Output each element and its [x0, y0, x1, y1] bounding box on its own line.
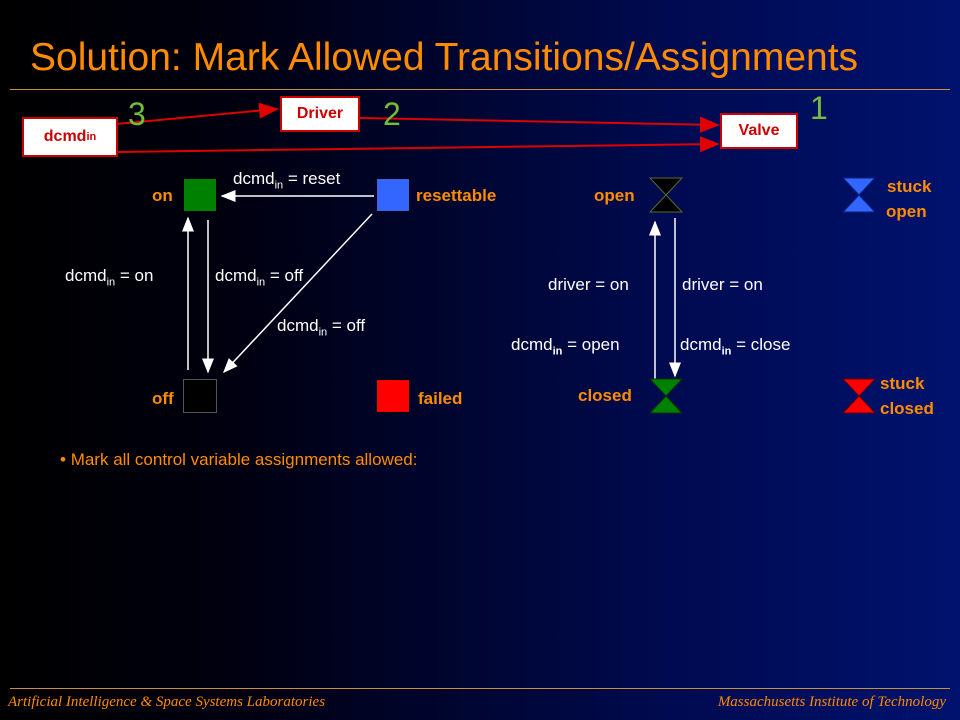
bullet-dot-icon: • — [60, 450, 71, 469]
to-off-sub: in — [256, 276, 266, 289]
res-off-sub: in — [318, 326, 328, 339]
on-state-box — [183, 178, 217, 212]
resettable-off-transition-label: dcmdin = off — [277, 316, 365, 338]
driver-on-left-label: driver = on — [548, 275, 629, 294]
closed-state-icon — [648, 378, 684, 414]
res-off-rest: = off — [327, 316, 366, 335]
close-cmd-var: dcmd — [680, 335, 722, 354]
closed-state-label: closed — [578, 386, 632, 405]
dcmd-box-sub: in — [86, 131, 97, 143]
stuck-open-state-icon — [841, 177, 877, 213]
stuck-closed-label-line1: stuck — [880, 374, 925, 393]
dcmd-to-valve-arrow — [117, 136, 720, 153]
to-on-rest: = on — [115, 266, 154, 285]
driver-box: Driver — [280, 96, 360, 132]
close-cmd-rest: = close — [731, 335, 791, 354]
driver-on-right-label: driver = on — [682, 275, 763, 294]
to-off-transition-label: dcmdin = off — [215, 266, 303, 288]
to-on-sub: in — [106, 276, 116, 289]
to-off-var: dcmd — [215, 266, 257, 285]
bullet-text: Mark all control variable assignments al… — [70, 450, 418, 469]
off-state-box — [183, 379, 217, 413]
open-cmd-var: dcmd — [511, 335, 553, 354]
open-state-icon — [648, 177, 684, 213]
to-off-rest: = off — [265, 266, 304, 285]
footer-left: Artificial Intelligence & Space Systems … — [8, 694, 326, 710]
driver-to-valve-arrow — [359, 116, 720, 133]
title-divider — [10, 89, 950, 90]
open-cmd-rest: = open — [562, 335, 620, 354]
dcmd-number: 3 — [128, 96, 146, 132]
to-on-var: dcmd — [65, 266, 107, 285]
open-cmd-label: dcmdin = open — [511, 335, 620, 357]
close-cmd-label: dcmdin = close — [680, 335, 790, 357]
off-state-label: off — [152, 389, 174, 408]
to-on-transition-label: dcmdin = on — [65, 266, 153, 288]
reset-rest: = reset — [283, 169, 341, 188]
stuck-open-label-line2: open — [886, 202, 927, 221]
valve-number: 1 — [810, 90, 828, 126]
footer-divider — [10, 688, 950, 689]
reset-transition-label: dcmdin = reset — [233, 169, 340, 191]
open-cmd-sub: in — [552, 345, 563, 358]
slide-title: Solution: Mark Allowed Transitions/Assig… — [30, 36, 859, 79]
resettable-state-label: resettable — [416, 186, 497, 205]
dcmd-to-driver-arrow — [104, 102, 279, 126]
resettable-state-box — [376, 178, 410, 212]
valve-box: Valve — [720, 113, 798, 149]
stuck-open-label-line1: stuck — [887, 177, 932, 196]
resettable-to-off-arrow — [222, 213, 373, 374]
close-cmd-sub: in — [721, 345, 732, 358]
bullet-item: • Mark all control variable assignments … — [60, 450, 417, 470]
stuck-closed-label-line2: closed — [880, 399, 934, 418]
footer-right: Massachusetts Institute of Technology — [717, 694, 946, 710]
failed-state-label: failed — [418, 389, 463, 408]
stuck-closed-state-icon — [841, 378, 877, 414]
on-state-label: on — [152, 186, 173, 205]
reset-sub: in — [274, 179, 284, 192]
dcmd-box-label: dcmd — [43, 128, 87, 145]
reset-var: dcmd — [233, 169, 275, 188]
res-off-var: dcmd — [277, 316, 319, 335]
failed-state-box — [376, 379, 410, 413]
open-state-label: open — [594, 186, 635, 205]
driver-number: 2 — [383, 96, 401, 132]
